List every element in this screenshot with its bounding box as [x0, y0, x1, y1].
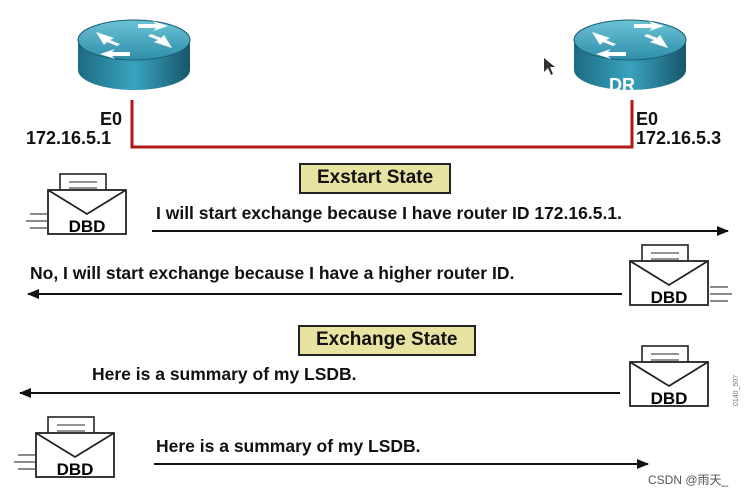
message-3: Here is a summary of my LSDB. — [92, 364, 357, 384]
watermark: CSDN @雨天_ — [648, 473, 729, 487]
exchange-state-label: Exchange State — [298, 325, 476, 356]
router-right-ip: 172.16.5.3 — [636, 128, 722, 148]
dbd-label: DBD — [651, 288, 688, 307]
message-1: I will start exchange because I have rou… — [156, 203, 622, 223]
network-link — [130, 100, 634, 149]
router-left-interface: E0 — [100, 109, 123, 129]
router-left-ip: 172.16.5.1 — [26, 128, 112, 148]
exstart-state-label: Exstart State — [299, 163, 452, 194]
message-2: No, I will start exchange because I have… — [30, 263, 515, 283]
dbd-label: DBD — [651, 389, 688, 408]
dbd-label: DBD — [57, 460, 94, 479]
dbd-envelope-icon — [26, 173, 127, 235]
cursor-icon — [544, 58, 555, 75]
message-4: Here is a summary of my LSDB. — [156, 436, 421, 456]
dr-label: DR — [609, 75, 635, 95]
dbd-envelope-icon — [14, 416, 115, 478]
dbd-envelope-icon — [629, 244, 732, 306]
router-right-interface: E0 — [636, 109, 659, 129]
figure-code: 0140_507 — [733, 374, 740, 406]
router-left-icon — [77, 19, 191, 91]
dbd-label: DBD — [69, 217, 106, 236]
